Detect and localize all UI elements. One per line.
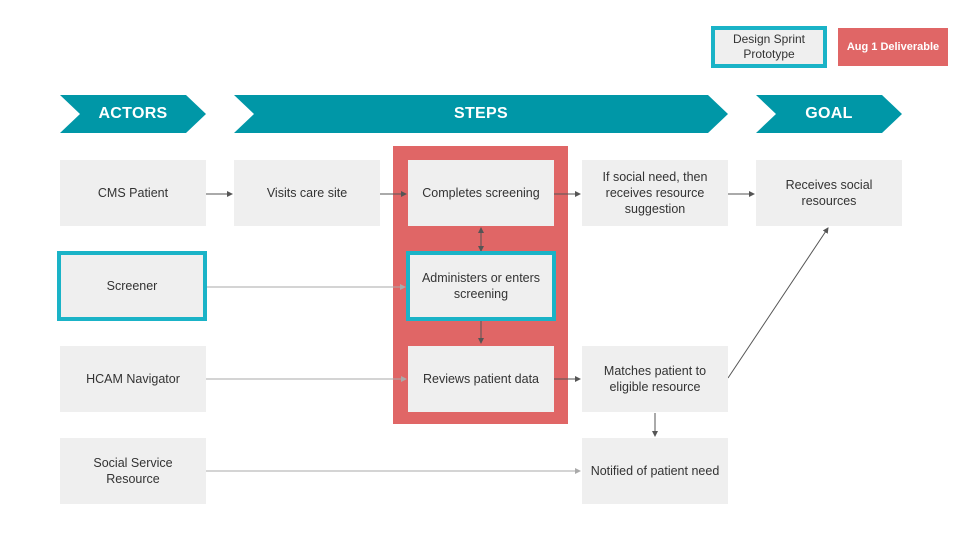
step-reviews-patient-data: Reviews patient data (408, 346, 554, 412)
step-matches-patient: Matches patient to eligible resource (582, 346, 728, 412)
legend-aug-1-deliverable: Aug 1 Deliverable (838, 28, 948, 66)
actor-social-service-resource: Social Service Resource (60, 438, 206, 504)
chevron-shape-goal (756, 95, 902, 133)
legend-design-sprint-prototype: Design Sprint Prototype (711, 26, 827, 68)
actor-cms-patient: CMS Patient (60, 160, 206, 226)
step-visits-care-site: Visits care site (234, 160, 380, 226)
goal-receives-resources: Receives social resources (756, 160, 902, 226)
arrow-match-to-goal (727, 227, 829, 379)
step-notified-of-need: Notified of patient need (582, 438, 728, 504)
actor-screener: Screener (57, 251, 207, 321)
chevron-shape-actors (60, 95, 206, 133)
header-actors: ACTORS (60, 95, 206, 133)
actor-hcam-navigator: HCAM Navigator (60, 346, 206, 412)
step-completes-screening: Completes screening (408, 160, 554, 226)
header-steps: STEPS (234, 95, 728, 133)
step-administers-screening: Administers or enters screening (406, 251, 556, 321)
step-social-need-suggestion: If social need, then receives resource s… (582, 160, 728, 226)
header-actors-label: ACTORS (98, 105, 168, 122)
header-goal: GOAL (756, 95, 902, 133)
header-goal-label: GOAL (805, 105, 853, 122)
chevron-shape-steps (234, 95, 728, 133)
header-steps-label: STEPS (454, 105, 508, 122)
